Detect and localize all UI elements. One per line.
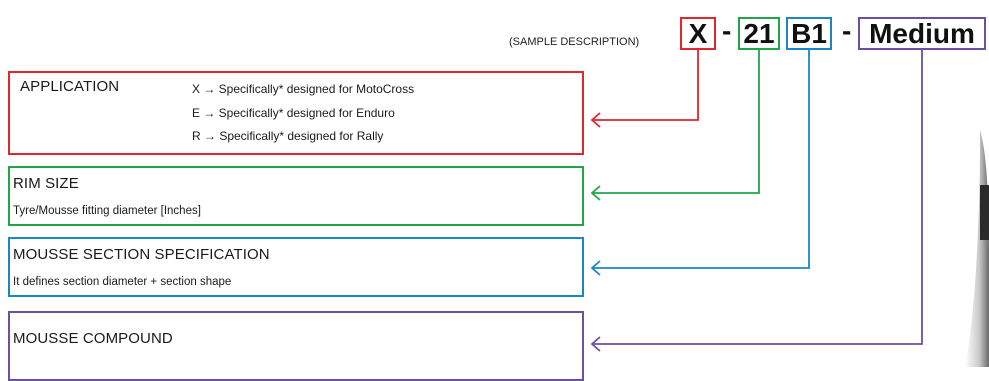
code-dash-1: - (722, 15, 732, 46)
application-row-x: X → Specifically* designed for MotoCross (192, 82, 415, 96)
application-row-e: E → Specifically* designed for Enduro (192, 106, 395, 120)
arrowhead-application (590, 112, 601, 128)
arrowhead-section (590, 260, 601, 276)
sample-description-label: (SAMPLE DESCRIPTION) (509, 36, 640, 48)
code-section: B1 (786, 17, 832, 50)
code-rim-size: 21 (738, 17, 780, 50)
connector-rim (592, 50, 760, 194)
connector-section (592, 50, 810, 269)
application-row-r: R → Specifically* designed for Rally (192, 129, 384, 143)
rim-size-box: RIM SIZE Tyre/Mousse fitting diameter [I… (8, 166, 584, 226)
connector-compound (592, 50, 923, 345)
section-spec-title: MOUSSE SECTION SPECIFICATION (13, 246, 270, 263)
code-application: X (680, 17, 716, 50)
application-box: APPLICATION (8, 71, 584, 155)
arrowhead-rim (590, 185, 601, 201)
connector-application (592, 50, 699, 121)
application-title: APPLICATION (20, 78, 120, 95)
section-spec-box: MOUSSE SECTION SPECIFICATION It defines … (8, 237, 584, 297)
code-dash-2: - (842, 15, 852, 46)
rim-size-title: RIM SIZE (13, 175, 79, 192)
connector-lines (590, 50, 923, 352)
arrowhead-compound (590, 336, 601, 352)
product-photo (965, 130, 989, 367)
compound-title: MOUSSE COMPOUND (13, 330, 173, 347)
code-compound: Medium (858, 17, 986, 50)
section-spec-desc: It defines section diameter + section sh… (13, 276, 232, 288)
rim-size-desc: Tyre/Mousse fitting diameter [Inches] (13, 205, 201, 217)
